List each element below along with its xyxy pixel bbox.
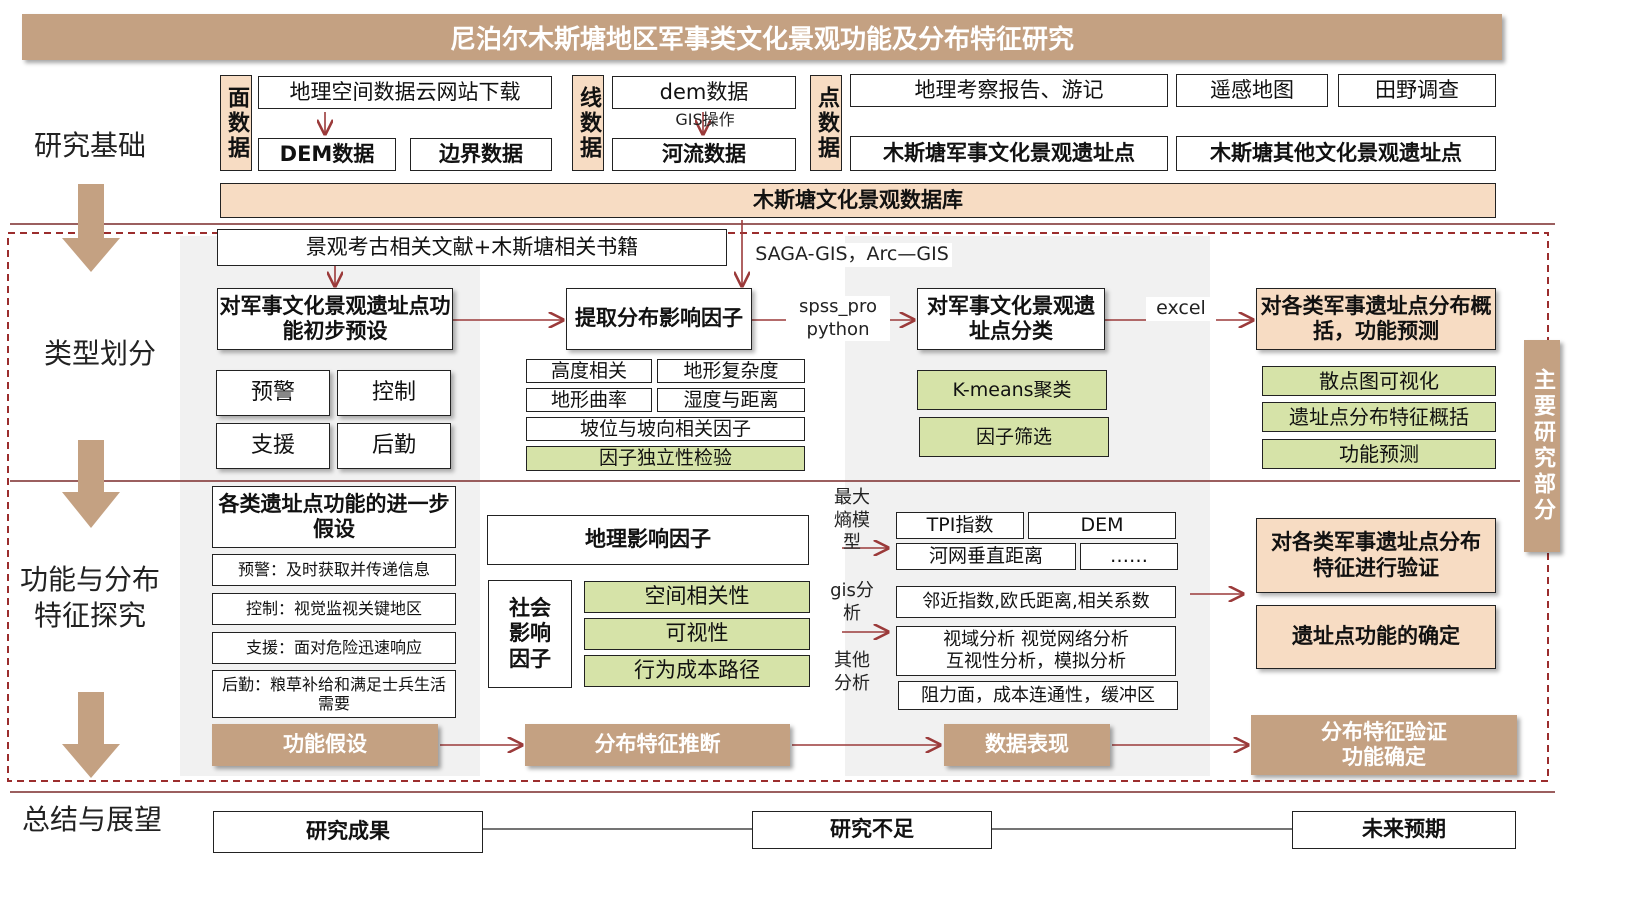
factor-independence-test: 因子独立性检验 [526, 446, 805, 471]
kmeans-clustering: K-means聚类 [917, 370, 1107, 410]
stage-foundation: 研究基础 [33, 129, 146, 162]
factor-humidity-distance: 湿度与距离 [657, 388, 805, 412]
classify-sites: 对军事文化景观遗址点分类 [917, 288, 1105, 350]
summary-prediction: 对各类军事遗址点分布概括，功能预测 [1256, 288, 1496, 350]
tpi-index: TPI指数 [896, 512, 1024, 539]
method-other: 其他分析 [834, 650, 870, 694]
stage-summary: 总结与展望 [21, 803, 162, 836]
function-control: 控制 [337, 370, 451, 416]
gis-operation-note: GIS操作 [675, 110, 735, 129]
method-gis: gis分析 [830, 580, 874, 624]
dem-factor: DEM [1028, 512, 1176, 539]
point-data-label: 点数据 [810, 75, 842, 171]
flow-data-representation: 数据表现 [944, 724, 1110, 766]
dem-data: DEM数据 [258, 138, 396, 171]
tools-note: SAGA-GIS，Arc—GIS [752, 243, 952, 267]
surface-data-label: 面数据 [220, 75, 252, 171]
factor-curvature: 地形曲率 [526, 388, 652, 412]
surface-source: 地理空间数据云网站下载 [258, 76, 552, 109]
excel-note: excel [1146, 297, 1216, 321]
research-limitations: 研究不足 [752, 811, 992, 849]
extract-factors: 提取分布影响因子 [566, 288, 752, 350]
other-sites: 木斯塘其他文化景观遗址点 [1176, 136, 1496, 171]
spss-python-note: spss_pro python [786, 296, 890, 341]
function-confirmation: 遗址点功能的确定 [1256, 605, 1496, 669]
stage-arrow [62, 184, 120, 778]
visual-analysis-result: 视域分析 视觉网络分析 互视性分析，模拟分析 [896, 626, 1176, 676]
function-logistics: 后勤 [337, 423, 451, 469]
hypothesis-warning: 预警：及时获取并传递信息 [212, 554, 456, 586]
spatial-correlation: 空间相关性 [584, 581, 810, 613]
other-analysis-result: 阻力面，成本连通性，缓冲区 [898, 681, 1178, 710]
more-factors: …… [1080, 543, 1178, 570]
dem-source: dem数据 [612, 76, 796, 109]
line-data-label: 线数据 [572, 75, 604, 171]
hypothesis-logistics: 后勤：粮草补给和满足士兵生活需要 [212, 670, 456, 718]
literature-box: 景观考古相关文献+木斯塘相关书籍 [217, 229, 727, 266]
flow-verification-confirmation: 分布特征验证 功能确定 [1251, 715, 1517, 775]
stage-function-distribution: 功能与分布特征探究 [19, 563, 160, 633]
factor-terrain-complexity: 地形复杂度 [657, 359, 805, 383]
hypothesis-control: 控制：视觉监视关键地区 [212, 593, 456, 625]
function-preset: 对军事文化景观遗址点功能初步预设 [217, 288, 453, 350]
distribution-verification: 对各类军事遗址点分布特征进行验证 [1256, 518, 1496, 593]
point-source-reports: 地理考察报告、游记 [850, 74, 1168, 107]
cost-path: 行为成本路径 [584, 655, 810, 687]
visibility: 可视性 [584, 618, 810, 650]
hypothesis-support: 支援：面对危险迅速响应 [212, 632, 456, 664]
gis-result: 邻近指数,欧氏距离,相关系数 [896, 586, 1176, 618]
main-part-label: 主要研究部分 [1524, 340, 1560, 552]
stage-classification: 类型划分 [43, 337, 156, 370]
boundary-data: 边界数据 [410, 138, 552, 171]
factor-screening: 因子筛选 [919, 417, 1109, 457]
factor-slope: 坡位与坡向相关因子 [526, 417, 805, 441]
flow-distribution-inference: 分布特征推断 [525, 724, 790, 766]
social-factor: 社会影响因子 [488, 580, 572, 688]
culture-landscape-database: 木斯塘文化景观数据库 [220, 183, 1496, 218]
method-maxent: 最大熵模型 [834, 487, 870, 553]
research-results: 研究成果 [213, 811, 483, 853]
flow-function-hypothesis: 功能假设 [212, 724, 438, 766]
geo-factor: 地理影响因子 [487, 515, 809, 565]
hypothesis-title: 各类遗址点功能的进一步假设 [212, 486, 456, 548]
military-sites: 木斯塘军事文化景观遗址点 [850, 136, 1168, 171]
river-vertical-distance: 河网垂直距离 [896, 543, 1076, 570]
title-bar: 尼泊尔木斯塘地区军事类文化景观功能及分布特征研究 [22, 14, 1502, 60]
scatter-visualization: 散点图可视化 [1262, 366, 1496, 396]
function-support: 支援 [216, 423, 330, 469]
river-data: 河流数据 [612, 138, 796, 171]
future-expectations: 未来预期 [1292, 811, 1516, 849]
point-source-fieldwork: 田野调查 [1338, 74, 1496, 107]
factor-height: 高度相关 [526, 359, 652, 383]
distribution-summary: 遗址点分布特征概括 [1262, 402, 1496, 432]
page-title: 尼泊尔木斯塘地区军事类文化景观功能及分布特征研究 [449, 24, 1074, 55]
function-warning: 预警 [216, 370, 330, 416]
function-prediction: 功能预测 [1262, 439, 1496, 469]
point-source-remote-sensing: 遥感地图 [1176, 74, 1328, 107]
